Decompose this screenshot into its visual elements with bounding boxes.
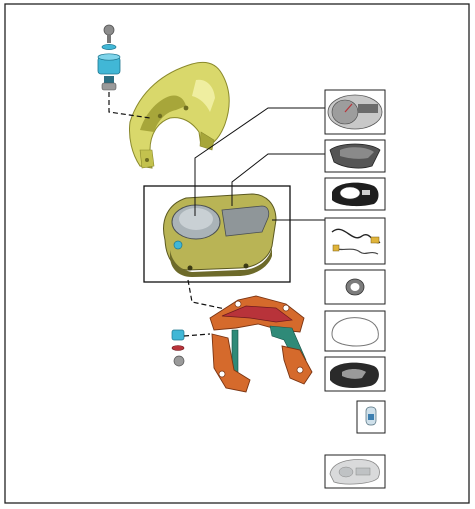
lower-fastener-icon xyxy=(171,329,185,367)
wire-harness-icon xyxy=(324,217,386,265)
bolt-icon xyxy=(103,24,115,43)
seal-ring-icon xyxy=(324,269,386,305)
bulb-icon xyxy=(356,400,386,434)
leader-lens xyxy=(231,153,325,206)
meter-assembly-icon xyxy=(163,193,277,277)
dial-face-icon xyxy=(324,89,386,135)
leader-lower-fastener xyxy=(183,333,211,337)
gasket-icon xyxy=(324,310,386,352)
rear-case-icon xyxy=(324,177,386,211)
washer-icon xyxy=(101,44,117,50)
mounting-bracket-icon xyxy=(209,295,313,393)
circuit-board-icon xyxy=(324,454,386,489)
lower-case-icon xyxy=(324,356,386,392)
leader-meter-bracket xyxy=(187,279,231,311)
visor-cover-icon xyxy=(129,61,230,169)
leader-visor xyxy=(108,92,151,119)
leader-dial xyxy=(194,107,325,216)
rubber-grommet-icon xyxy=(97,53,121,91)
lens-cover-icon xyxy=(324,139,386,173)
outer-frame xyxy=(4,3,470,504)
